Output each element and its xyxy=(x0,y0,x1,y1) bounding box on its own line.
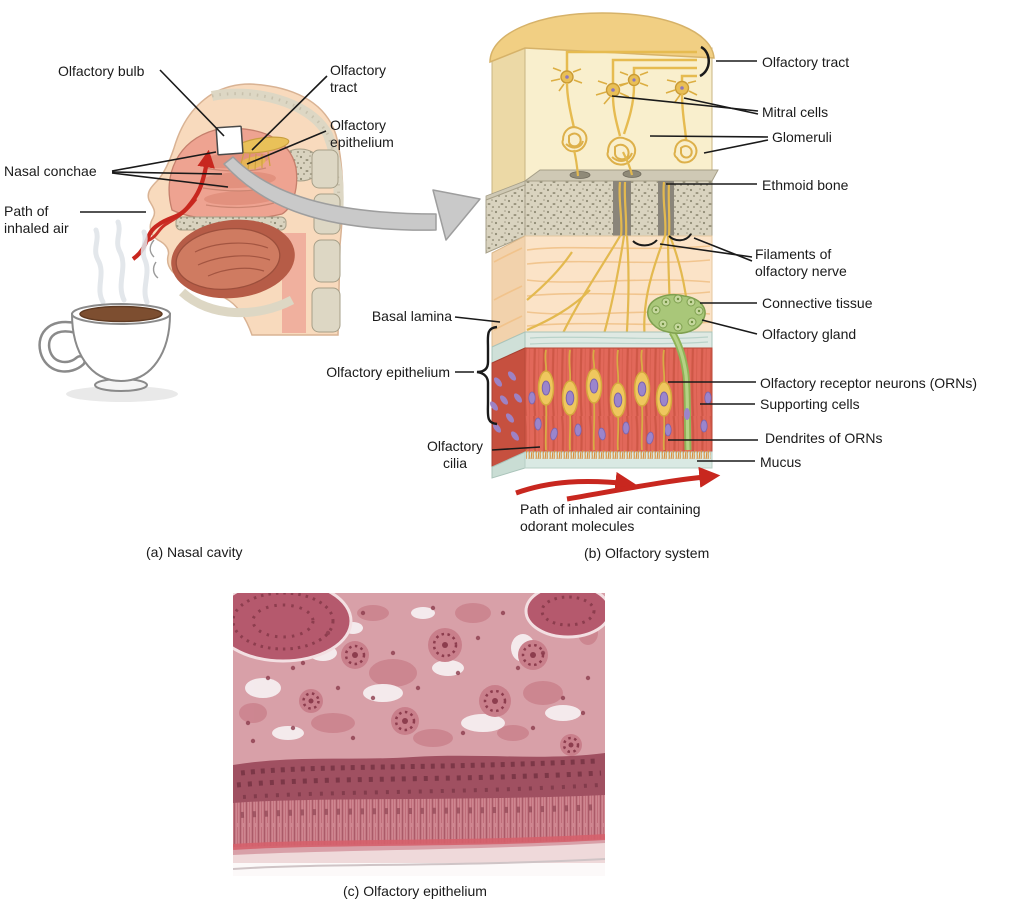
head-illustration xyxy=(38,83,481,402)
lamina-front-face xyxy=(524,331,713,349)
bulb-highlight-box xyxy=(215,125,244,156)
airflow-arrows xyxy=(515,466,721,502)
gland-cell-nucleus xyxy=(684,408,690,420)
coffee-cup-icon xyxy=(38,303,178,402)
label-olfactory-tract-a: Olfactory tract xyxy=(330,62,387,95)
glomeruli-tangles xyxy=(561,126,698,166)
orn-cell xyxy=(609,349,627,451)
label-olfactory-epithelium-a: Olfactory epithelium xyxy=(330,117,394,150)
connective-left-face xyxy=(491,235,526,348)
bulb-dome xyxy=(489,12,715,64)
tract-bracket xyxy=(699,45,710,78)
steam-wisps xyxy=(93,219,150,305)
caption-panel-a: (a) Nasal cavity xyxy=(146,544,243,560)
olfactory-gland xyxy=(647,294,706,334)
label-olfactory-gland: Olfactory gland xyxy=(762,326,857,342)
label-mucus: Mucus xyxy=(760,454,802,470)
bulb-left-face xyxy=(491,47,526,197)
brackets xyxy=(476,45,710,426)
epithelium-left-nuclei xyxy=(489,371,523,441)
label-filaments-of-olfactory-nerve: Filaments of olfactory nerve xyxy=(755,246,847,279)
glomerulus xyxy=(606,136,637,166)
caption-panel-c: (c) Olfactory epithelium xyxy=(343,883,487,899)
label-olfactory-epithelium-b: Olfactory epithelium xyxy=(326,364,450,380)
lamina-waves xyxy=(529,336,709,345)
label-nasal-conchae: Nasal conchae xyxy=(4,163,97,179)
label-basal-lamina: Basal lamina xyxy=(371,308,452,324)
olfactory-receptor-neurons xyxy=(537,349,673,451)
lip-creases xyxy=(149,239,159,279)
tongue-creases xyxy=(194,242,271,277)
orn-cell xyxy=(561,349,579,451)
filament-bracket xyxy=(632,239,658,247)
orn-cell xyxy=(655,349,673,451)
jaw-bone xyxy=(178,288,295,318)
ethmoid-top-face xyxy=(523,169,719,182)
zoom-arrow xyxy=(223,156,481,241)
mitral-dendrites xyxy=(565,82,688,141)
label-olfactory-receptor-neurons: Olfactory receptor neurons (ORNs) xyxy=(760,375,978,391)
label-dendrites-of-orns: Dendrites of ORNs xyxy=(765,430,883,446)
orn-cell xyxy=(633,349,651,451)
glomerulus xyxy=(561,126,588,153)
label-ethmoid-bone: Ethmoid bone xyxy=(762,177,849,193)
label-path-of-inhaled-air: Path of inhaled air xyxy=(4,203,69,236)
olfactory-cilia-fringe xyxy=(526,450,711,459)
label-mitral-cells: Mitral cells xyxy=(762,104,829,120)
supporting-cell-nuclei xyxy=(528,391,712,445)
gland-duct-core xyxy=(670,331,690,451)
label-supporting-cells: Supporting cells xyxy=(760,396,860,412)
leader-lines xyxy=(80,60,769,462)
mitral-cell xyxy=(619,71,649,87)
label-airflow-note: Path of inhaled air containing odorant m… xyxy=(520,501,701,534)
glomerulus xyxy=(673,139,698,164)
cribriform-hole xyxy=(569,171,591,179)
label-olfactory-tract-b: Olfactory tract xyxy=(762,54,850,70)
micrograph-olfactory-epithelium xyxy=(233,593,605,876)
orn-cell xyxy=(585,349,603,451)
olfactory-system-block xyxy=(485,12,721,502)
label-olfactory-bulb: Olfactory bulb xyxy=(58,63,145,79)
mitral-cells xyxy=(550,67,698,105)
caption-panel-b: (b) Olfactory system xyxy=(584,545,710,561)
label-glomeruli: Glomeruli xyxy=(772,129,832,145)
orn-cell xyxy=(537,349,555,451)
skull-band xyxy=(210,88,344,216)
epithelium-brace xyxy=(476,325,498,426)
filament-bracket xyxy=(668,233,692,242)
label-connective-tissue: Connective tissue xyxy=(762,295,873,311)
label-olfactory-cilia: Olfactory cilia xyxy=(426,438,483,471)
mitral-cell xyxy=(665,79,698,103)
